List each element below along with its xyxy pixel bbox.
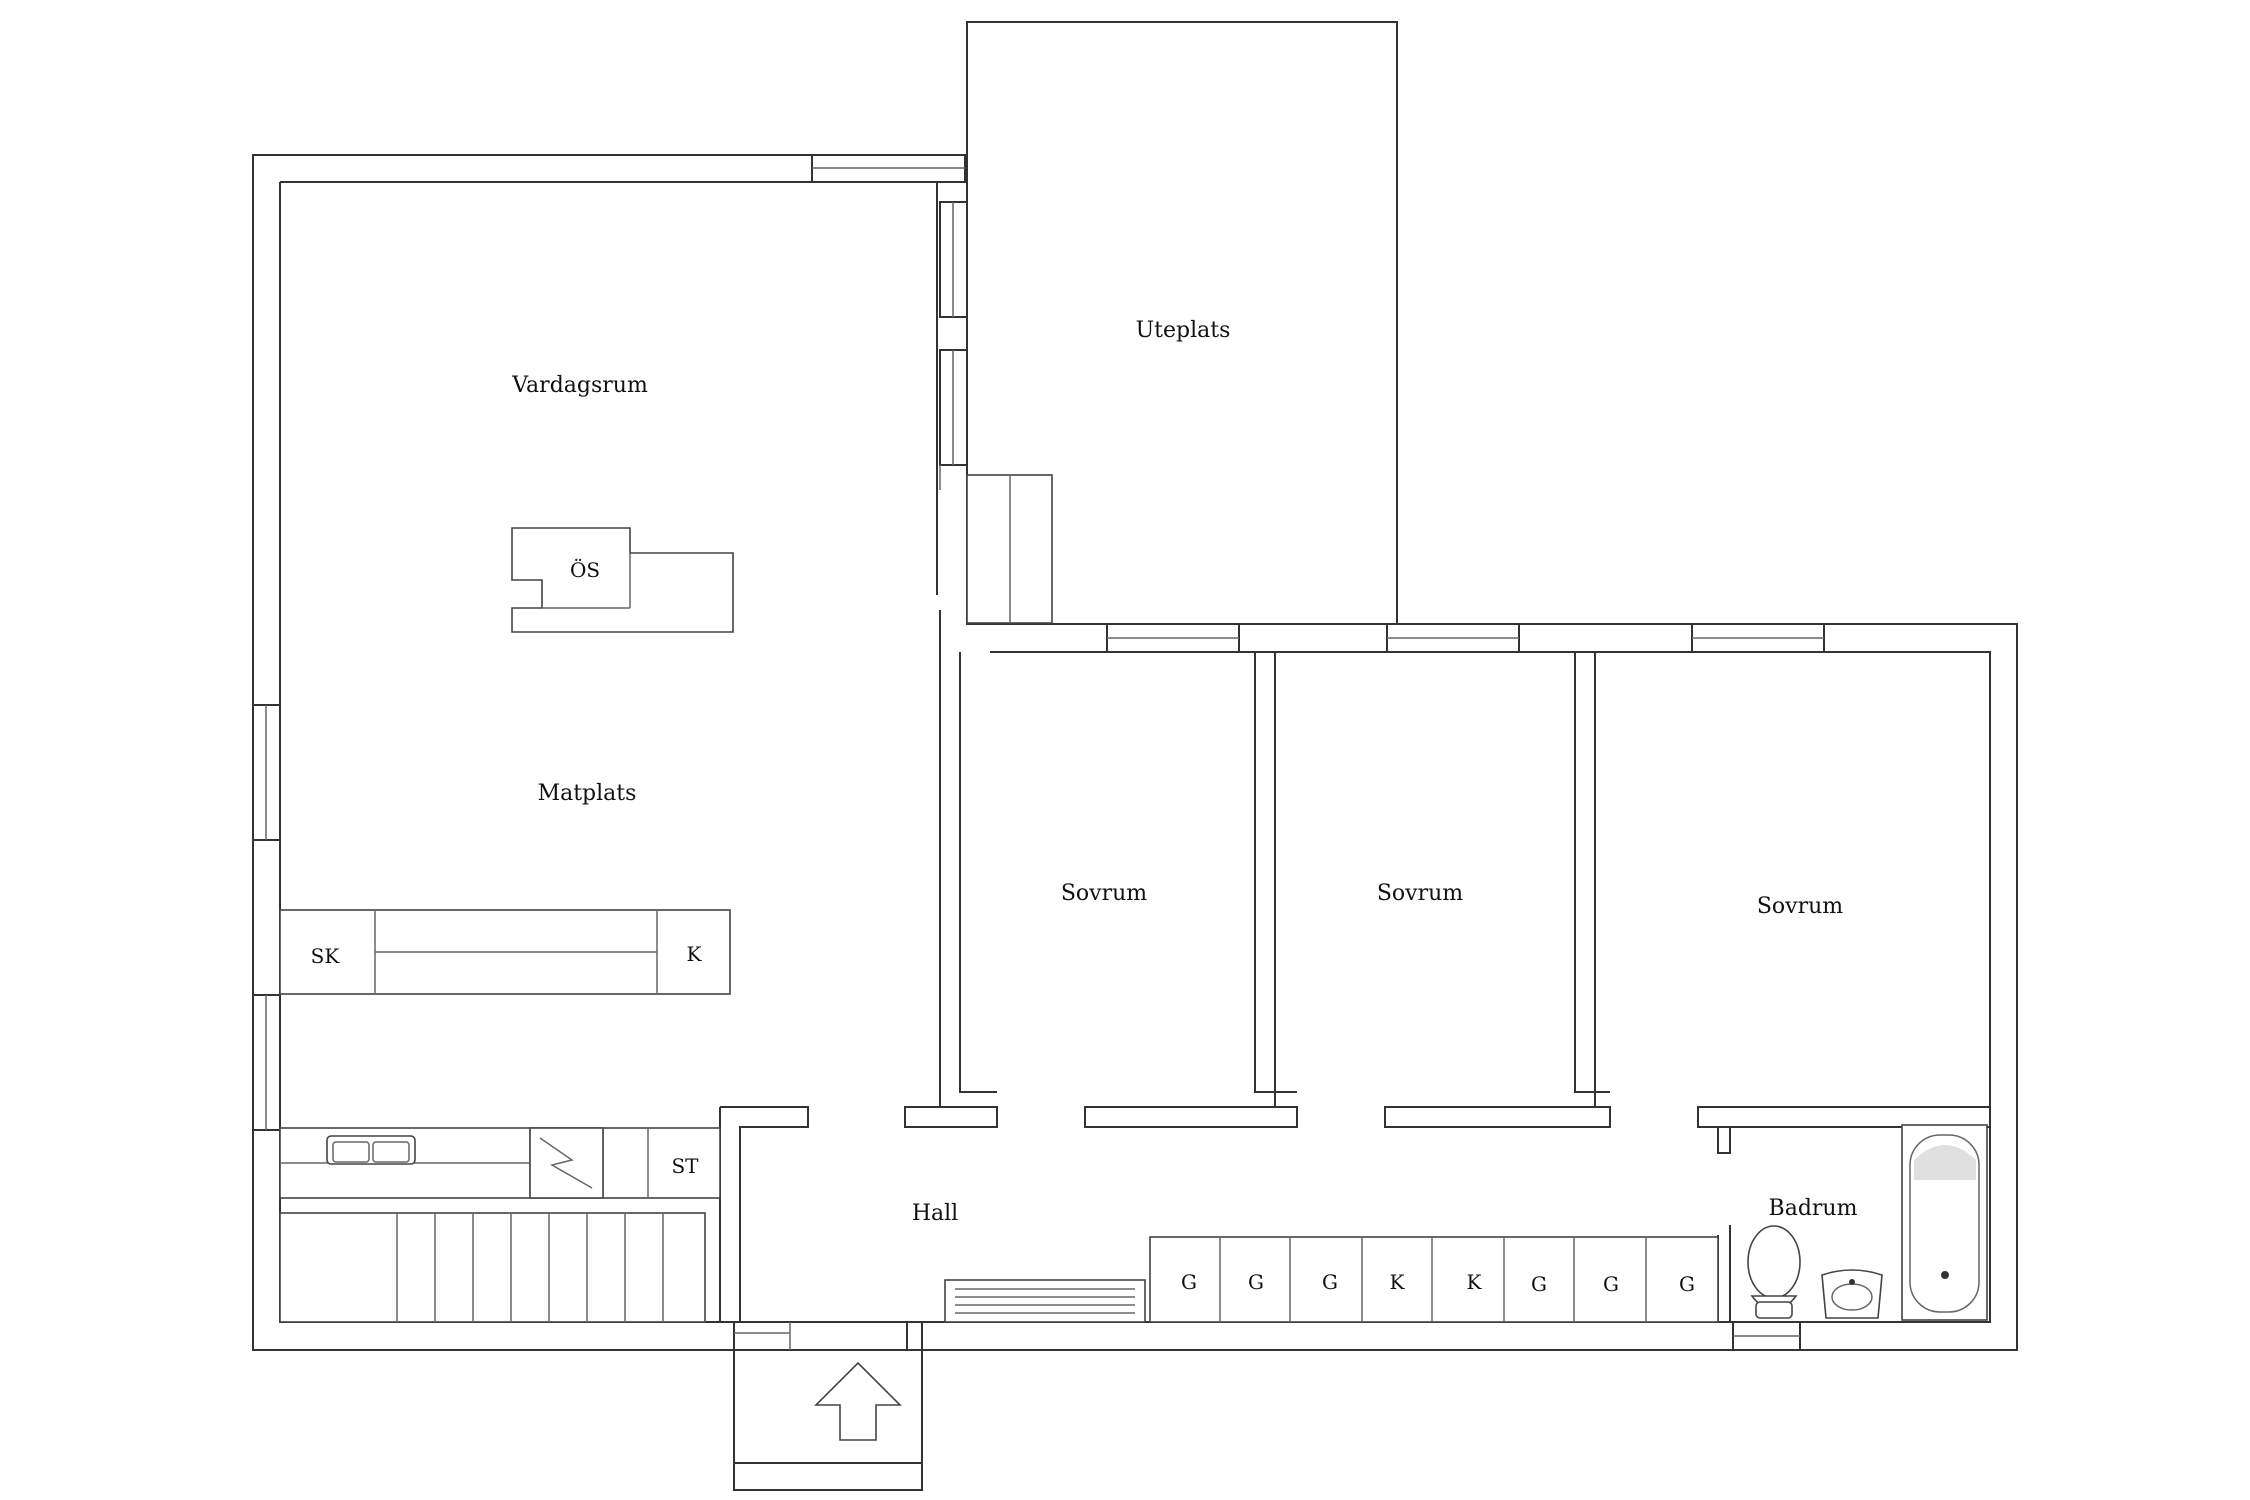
- closet-label: G: [1181, 1270, 1197, 1294]
- sink-icon: [326, 1135, 416, 1165]
- closet-label: K: [1390, 1270, 1406, 1294]
- toilet-icon: [1747, 1225, 1801, 1319]
- room-label-sovrum-1: Sovrum: [1061, 881, 1147, 906]
- bathtub-icon: [1901, 1124, 1988, 1321]
- closet-label: G: [1248, 1270, 1264, 1294]
- kitchen-island: [279, 909, 731, 995]
- sink-icon: [1821, 1269, 1883, 1319]
- fixture-label-stad: ST: [671, 1154, 699, 1178]
- fixture-label-skap: SK: [311, 944, 341, 968]
- closet-label: K: [1467, 1270, 1483, 1294]
- room-label-matplats: Matplats: [538, 781, 637, 806]
- stove-icon: [529, 1127, 604, 1199]
- windows: [252, 154, 1825, 1351]
- closet-label: G: [1531, 1272, 1547, 1296]
- entrance-arrow-icon: [814, 1361, 902, 1441]
- room-label-uteplats: Uteplats: [1136, 318, 1231, 343]
- entrance: [733, 1321, 923, 1491]
- room-label-sovrum-2: Sovrum: [1377, 881, 1463, 906]
- fireplace: [511, 527, 734, 633]
- fixture-label-kyl: K: [687, 942, 703, 966]
- patio-door: [939, 465, 1053, 624]
- room-label-badrum: Badrum: [1769, 1196, 1858, 1221]
- fixture-label-oppen-spis: ÖS: [570, 557, 600, 582]
- room-label-sovrum-3: Sovrum: [1757, 894, 1843, 919]
- room-label-vardagsrum: Vardagsrum: [511, 373, 648, 398]
- closet-label: G: [1679, 1272, 1695, 1296]
- interior-walls: [719, 610, 1991, 1322]
- staircase: [279, 1212, 706, 1323]
- wardrobes: [1149, 1236, 1719, 1323]
- closet-label: G: [1603, 1272, 1619, 1296]
- radiator: [944, 1279, 1146, 1323]
- closet-label: G: [1322, 1270, 1338, 1294]
- room-label-hall: Hall: [912, 1201, 958, 1226]
